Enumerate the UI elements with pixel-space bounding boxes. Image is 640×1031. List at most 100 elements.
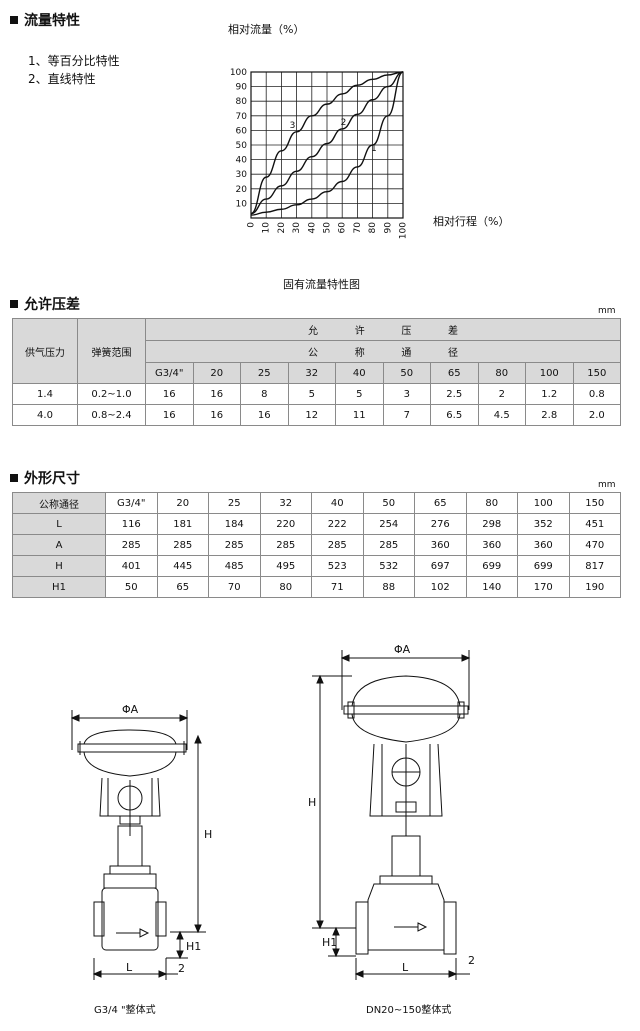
dims-unit: mm: [598, 480, 616, 490]
table-cell: 285: [311, 534, 364, 556]
table-cell: 6.5: [430, 404, 479, 426]
x-tick-label: 80: [368, 222, 378, 234]
bullet-square-icon: [10, 16, 18, 24]
x-tick-label: 70: [353, 222, 363, 234]
table-cell: 523: [311, 555, 364, 577]
series-label: 3: [290, 121, 296, 131]
size-header: 65: [430, 362, 479, 384]
table-cell: 485: [208, 555, 261, 577]
table-cell: 817: [568, 555, 621, 577]
series-label: 1: [371, 144, 377, 154]
header-char: 许: [354, 326, 365, 337]
arrow-icon: [340, 654, 350, 662]
size-header: 100: [525, 362, 574, 384]
chart-ylabel: 相对流量（%）: [228, 23, 305, 36]
bullet-square-icon: [10, 300, 18, 308]
table-cell: 445: [156, 555, 209, 577]
chart-xlabel: 相对行程（%）: [433, 215, 510, 228]
spring-range-header: 弹簧范围: [77, 318, 146, 384]
table-cell: 181: [156, 513, 209, 535]
table-cell: 285: [156, 534, 209, 556]
size-header: 40: [311, 492, 364, 514]
table-cell: 140: [465, 576, 518, 598]
y-tick-label: 80: [236, 97, 248, 107]
pressure-section-title: 允许压差: [10, 294, 80, 314]
table-cell: 2: [477, 383, 526, 405]
table-row: L 116 181 184 220 222 254 276 298 352 45…: [12, 513, 621, 535]
table-cell: 1.4: [12, 383, 78, 405]
arrow-icon: [461, 654, 471, 662]
table-cell: 276: [414, 513, 467, 535]
actuator-cap: [351, 675, 461, 707]
table-cell: 699: [517, 555, 570, 577]
table-cell: 11: [335, 404, 384, 426]
series-line-3: [250, 71, 404, 215]
table-cell: 2.0: [572, 404, 622, 426]
pressure-unit: mm: [598, 306, 616, 316]
flow-type-item: 1、等百分比特性: [28, 54, 120, 68]
table-cell: 190: [568, 576, 621, 598]
table-cell: 88: [362, 576, 415, 598]
table-cell: 2.8: [525, 404, 574, 426]
x-tick-label: 40: [307, 222, 317, 234]
header-char: 允: [308, 326, 319, 337]
flow-type-item: 2、直线特性: [28, 72, 96, 86]
size-header: G3/4": [145, 362, 194, 384]
y-tick-label: 90: [236, 83, 248, 93]
row-label: H1: [12, 576, 106, 598]
label-phiA: ΦA: [122, 703, 139, 716]
y-tick-label: 70: [236, 112, 248, 122]
label-2: 2: [178, 962, 185, 975]
actuator-bottom: [351, 713, 461, 743]
flow-type-list: 1、等百分比特性 2、直线特性: [28, 52, 120, 88]
left-drawing-caption: G3/4 "整体式: [94, 1005, 156, 1016]
table-cell: 184: [208, 513, 261, 535]
dims-section-title: 外形尺寸: [10, 468, 80, 488]
size-header: 80: [465, 492, 518, 514]
table-row: 公称通径 G3/4" 20 25 32 40 50 65 80 100 150: [12, 492, 621, 514]
header-char: 径: [448, 348, 458, 359]
y-tick-label: 10: [236, 199, 248, 209]
dims-table: 公称通径 G3/4" 20 25 32 40 50 65 80 100 150 …: [12, 492, 621, 598]
x-tick-label: 100: [399, 222, 409, 239]
end-connection: [93, 901, 105, 937]
flow-arrow-icon: [394, 922, 428, 932]
table-cell: 285: [259, 534, 312, 556]
size-header: 80: [477, 362, 526, 384]
table-cell: 285: [208, 534, 261, 556]
size-header: 25: [240, 362, 289, 384]
size-header: 150: [572, 362, 622, 384]
y-tick-label: 100: [230, 68, 247, 78]
table-cell: 16: [240, 404, 289, 426]
row-label: A: [12, 534, 106, 556]
row-label: L: [12, 513, 106, 535]
table-cell: 360: [517, 534, 570, 556]
table-cell: 298: [465, 513, 518, 535]
size-header: 20: [192, 362, 241, 384]
actuator-flange: [343, 705, 469, 715]
table-row: H 401 445 485 495 523 532 697 699 699 81…: [12, 555, 621, 577]
table-row: 4.0 0.8~2.4 16 16 16 12 11 7 6.5 4.5 2.8…: [12, 404, 622, 426]
flow-section-title: 流量特性: [10, 10, 80, 30]
dims-title-text: 外形尺寸: [24, 471, 80, 487]
series-line-1: [250, 71, 404, 216]
table-cell: 285: [105, 534, 158, 556]
size-header: 150: [568, 492, 621, 514]
x-tick-label: 0: [247, 222, 257, 228]
actuator-cap: [83, 729, 177, 745]
row-label: H: [12, 555, 106, 577]
x-tick-label: 60: [338, 222, 348, 234]
table-cell: 102: [414, 576, 467, 598]
table-row: 1.4 0.2~1.0 16 16 8 5 5 3 2.5 2 1.2 0.8: [12, 383, 622, 405]
table-cell: 170: [517, 576, 570, 598]
size-header: 40: [335, 362, 384, 384]
table-cell: 16: [192, 383, 241, 405]
table-cell: 16: [192, 404, 241, 426]
series-line-2: [250, 71, 404, 215]
pressure-title-text: 允许压差: [24, 297, 80, 313]
size-header: 32: [287, 362, 336, 384]
table-cell: 495: [259, 555, 312, 577]
table-cell: 699: [465, 555, 518, 577]
size-header: 32: [259, 492, 312, 514]
y-tick-label: 50: [236, 141, 248, 151]
